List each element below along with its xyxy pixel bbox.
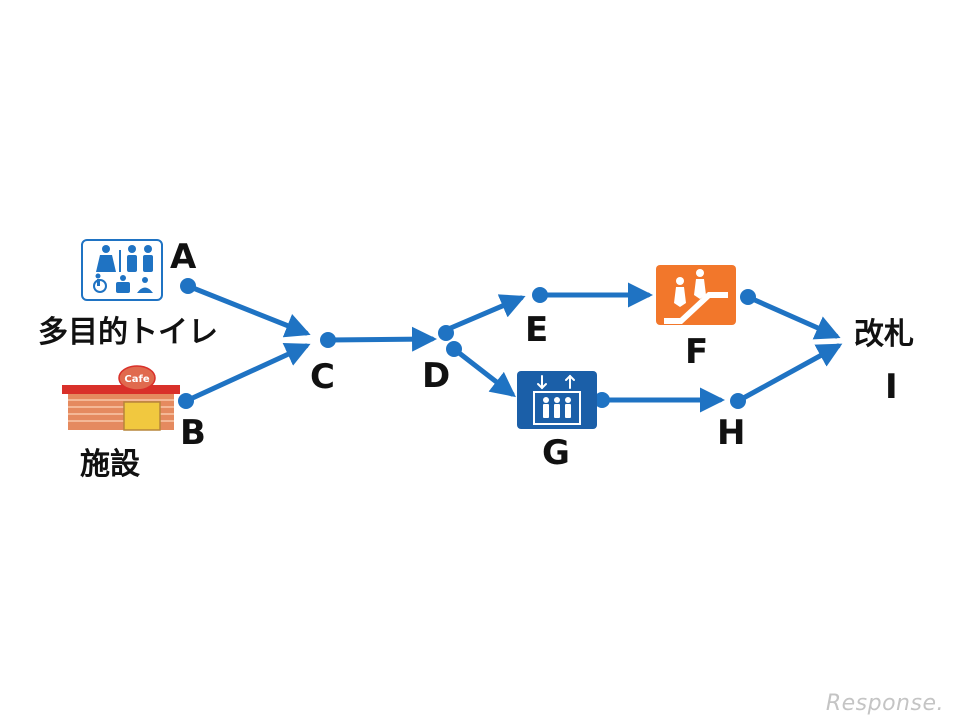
node-dot-f xyxy=(740,289,756,305)
multipurpose-toilet-icon xyxy=(81,239,163,301)
node-label-i: I xyxy=(885,367,898,407)
node-dot-b xyxy=(178,393,194,409)
edge-h-i xyxy=(735,343,843,404)
edge-d-e xyxy=(443,294,526,333)
node-dot-d2 xyxy=(446,341,462,357)
node-dot-d xyxy=(438,325,454,341)
node-label-b: B xyxy=(180,413,206,453)
route-edges xyxy=(183,282,843,413)
node-label-d: D xyxy=(422,356,450,396)
edge-d-g xyxy=(451,346,516,398)
node-dot-c xyxy=(320,332,336,348)
watermark-logo: Response. xyxy=(825,691,944,716)
place-label-facility: 施設 xyxy=(80,447,140,482)
edge-a-c xyxy=(185,283,311,338)
edge-b-c xyxy=(183,342,311,404)
edge-f-i xyxy=(745,294,841,340)
escalator-icon xyxy=(656,265,736,325)
node-dot-e xyxy=(532,287,548,303)
node-label-h: H xyxy=(717,413,745,453)
node-label-e: E xyxy=(525,310,548,350)
place-label-gate: 改札 xyxy=(854,317,914,352)
elevator-icon xyxy=(517,371,597,429)
place-label-toilet: 多目的トイレ xyxy=(38,315,218,350)
node-dot-a xyxy=(180,278,196,294)
node-label-c: C xyxy=(310,357,335,397)
cafe-sign-text: Cafe xyxy=(124,374,149,385)
node-dot-h xyxy=(730,393,746,409)
node-label-a: A xyxy=(170,237,197,277)
node-label-g: G xyxy=(542,433,570,473)
edge-c-d xyxy=(325,326,437,352)
route-nodes xyxy=(178,278,756,409)
node-dot-g xyxy=(594,392,610,408)
node-label-f: F xyxy=(685,332,708,372)
cafe-icon: Cafe xyxy=(62,365,180,431)
